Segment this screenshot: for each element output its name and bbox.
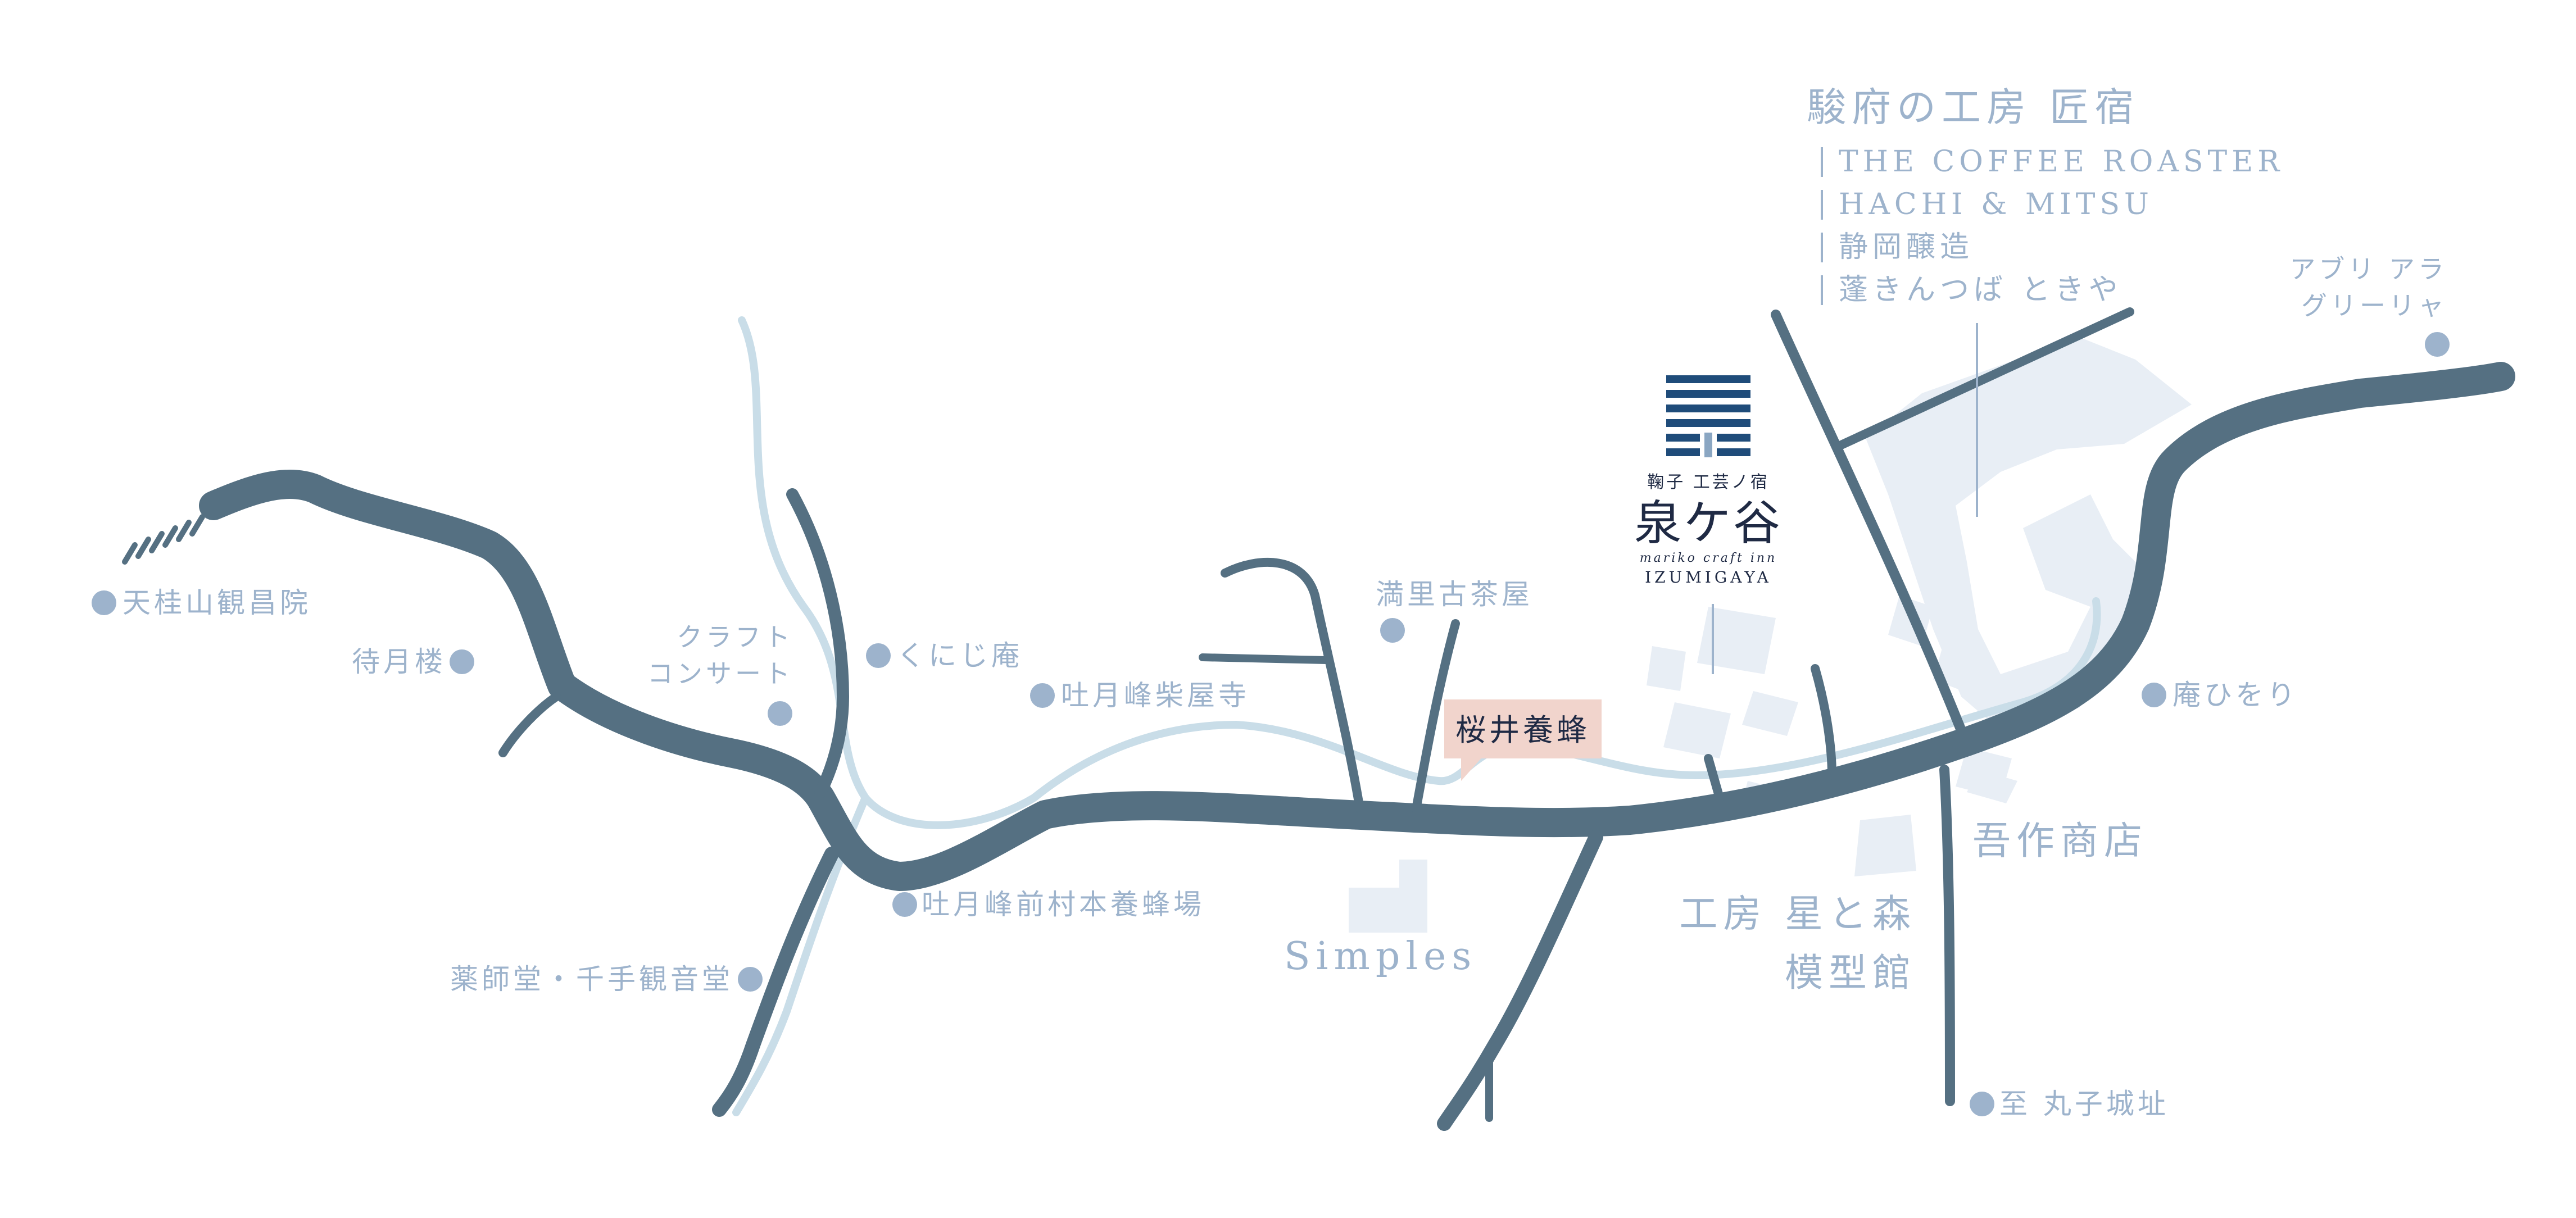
step-2 [135,537,151,559]
label-hoshitomori-line1[interactable]: 工房 星と森 [1679,892,1916,937]
building-takumi-e [1967,770,2017,803]
dot-tenkei[interactable] [92,590,116,615]
labels: 天桂山観昌院 待月楼 クラフト コンサート くにじ庵 吐月峰柴屋寺 満里古茶屋 … [123,254,2447,1120]
river-main [738,316,2101,829]
label-yakushido[interactable]: 薬師堂・千手観音堂 [450,963,733,996]
sumpu-item-hachi[interactable]: HACHI & MITSU [1839,188,2153,221]
label-abri-line2[interactable]: グリーリャ [2301,290,2447,321]
building-inn-3 [1663,702,1731,758]
dot-abri[interactable] [2425,332,2450,357]
road-main [199,362,2515,891]
label-tenkei[interactable]: 天桂山観昌院 [123,587,311,619]
step-5 [176,520,192,542]
sumpu-title[interactable]: 駿府の工房 匠宿 [1807,84,2139,130]
dot-taigetsuro[interactable] [450,649,474,674]
sumpu-item-coffee[interactable]: THE COFFEE ROASTER [1839,145,2284,179]
step-1 [122,542,138,565]
road-north-2 [1221,557,1364,813]
izumigaya-logo[interactable]: 鞠子 工芸ノ宿 泉ケ谷 mariko craft inn IZUMIGAYA [1634,375,1783,587]
highlight-pointer [1461,756,1484,781]
building-takumi-d [1854,815,1916,876]
dot-kunijian[interactable] [866,643,891,668]
label-beekeeping[interactable]: 吐月峰前村本養蜂場 [922,888,1205,921]
label-abri-line1[interactable]: アブリ アラ [2289,254,2447,284]
road-south-center [1437,830,1603,1131]
sumpu-item-brewery[interactable]: 静岡醸造 [1839,230,1974,264]
label-saiokuji[interactable]: 吐月峰柴屋寺 [1061,679,1250,712]
label-mansato[interactable]: 満里古茶屋 [1376,578,1533,611]
road-north-east [1771,310,1966,735]
dot-maruko[interactable] [1970,1092,1994,1116]
road-inn-2 [1811,664,1836,780]
logo-romaji: IZUMIGAYA [1645,568,1772,587]
road-north-east-cross [1833,307,2134,451]
road-west-stub [498,692,561,757]
building-inn-4 [1742,691,1798,736]
road-north-3 [1412,619,1460,813]
highlight-label[interactable]: 桜井養蜂 [1455,712,1590,748]
label-maruko[interactable]: 至 丸子城址 [1999,1088,2169,1120]
road-south-east [1939,765,1955,1106]
label-anhiwori[interactable]: 庵ひをり [2173,679,2298,711]
label-hoshitomori-line2[interactable]: 模型館 [1785,951,1916,996]
building-inn-1 [1647,646,1686,691]
label-taigetsuro[interactable]: 待月楼 [352,646,446,678]
building-simples-annex [1399,860,1427,893]
dot-beekeeping[interactable] [892,892,917,917]
step-6 [189,514,205,537]
buildings [1349,337,2192,933]
location-dots [92,332,2450,1116]
road-inn-1 [1704,754,1724,802]
logo-line1: 鞠子 工芸ノ宿 [1647,472,1770,492]
logo-mark-icon [1666,375,1750,457]
road-cross-2 [1199,653,1330,664]
dot-yakushido[interactable] [738,967,763,992]
railway-steps [122,514,205,565]
dot-saiokuji[interactable] [1030,683,1055,708]
label-craft-line2[interactable]: コンサート [647,658,793,689]
logo-name: 泉ケ谷 [1634,496,1783,551]
label-craft-line1[interactable]: クラフト [677,622,793,652]
building-simples [1349,888,1427,933]
highlight-box [1444,699,1602,758]
building-inn-2 [1697,607,1776,674]
step-3 [149,531,165,553]
building-takumi-main [1866,337,2192,730]
dot-craft[interactable] [768,701,792,726]
label-gosaku[interactable]: 吾作商店 [1972,819,2148,863]
step-4 [162,525,178,548]
roads [199,307,2515,1131]
label-simples[interactable]: Simples [1284,934,1477,979]
road-north-1 [786,488,849,798]
dot-mansato[interactable] [1380,618,1405,643]
highlight-callout[interactable]: 桜井養蜂 [1444,699,1602,781]
logo-line2: mariko craft inn [1640,551,1777,565]
sumpu-list: 駿府の工房 匠宿 THE COFFEE ROASTER HACHI & MITS… [1807,84,2284,307]
label-kunijian[interactable]: くにじ庵 [897,639,1023,672]
building-takumi-b [1933,640,1989,697]
road-south-west [712,847,839,1117]
sumpu-item-tokiya[interactable]: 蓬きんつば ときや [1839,273,2123,307]
dot-anhiwori[interactable] [2142,683,2166,707]
